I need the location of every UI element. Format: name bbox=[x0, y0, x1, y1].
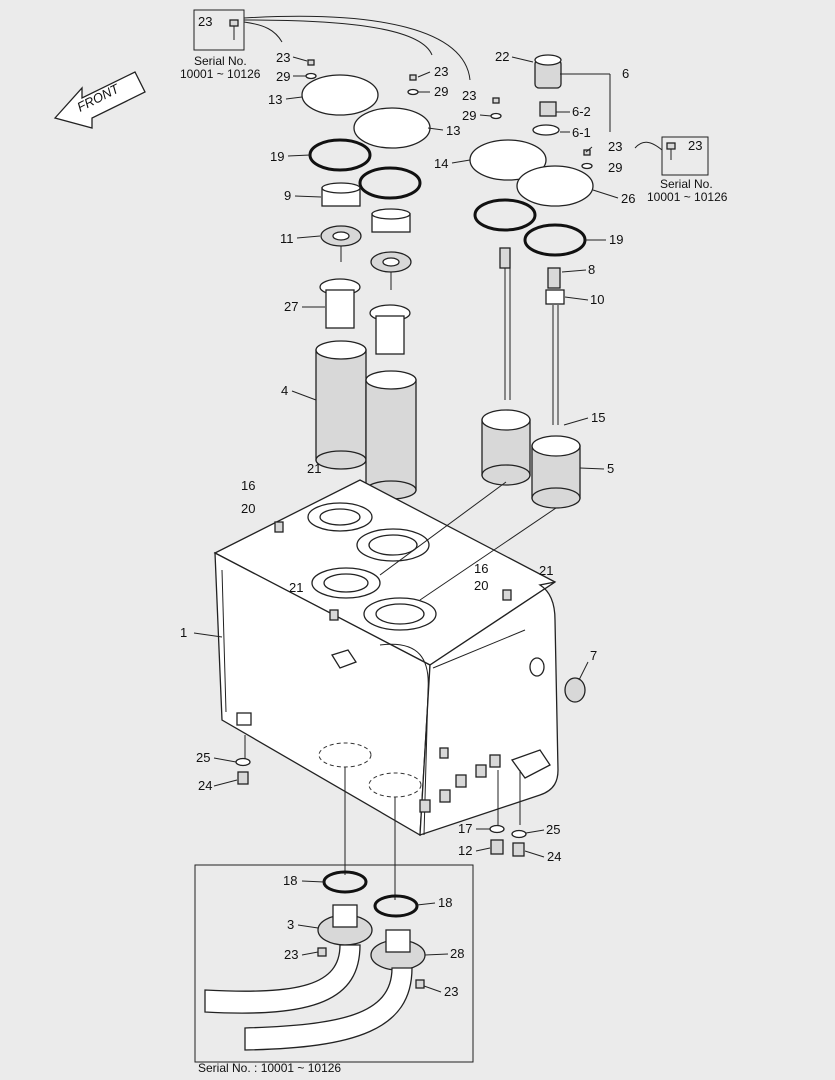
callout-11: 11 bbox=[280, 231, 294, 246]
callout-20b: 20 bbox=[474, 578, 488, 593]
callout-28: 28 bbox=[450, 946, 464, 961]
callout-21b: 21 bbox=[289, 580, 303, 595]
callout-4: 4 bbox=[281, 383, 288, 398]
callout-23a: 23 bbox=[276, 50, 290, 65]
callout-6-2: 6-2 bbox=[572, 104, 591, 119]
breather-assembly bbox=[532, 54, 611, 136]
callout-29c: 29 bbox=[462, 108, 476, 123]
serial-text-top-left-2: 10001 ~ 10126 bbox=[180, 67, 261, 81]
callout-16b: 16 bbox=[474, 561, 488, 576]
callout-14: 14 bbox=[434, 156, 448, 171]
strainer-27 bbox=[319, 278, 411, 355]
callout-27: 27 bbox=[284, 299, 298, 314]
callout-23d: 23 bbox=[608, 139, 622, 154]
bolt-set bbox=[305, 59, 593, 170]
callout-leaders bbox=[193, 56, 619, 993]
callout-21c: 21 bbox=[539, 563, 553, 578]
callout-23b: 23 bbox=[434, 64, 448, 79]
callout-23e: 23 bbox=[284, 947, 298, 962]
callout-8: 8 bbox=[588, 262, 595, 277]
serial-variant-box bbox=[194, 864, 474, 1063]
callout-9: 9 bbox=[284, 188, 291, 203]
callout-25a: 25 bbox=[196, 750, 210, 765]
callout-6-1: 6-1 bbox=[572, 125, 591, 140]
callout-labels: 23 29 13 23 29 13 23 29 14 22 6 6-2 6-1 … bbox=[180, 49, 635, 999]
callout-23f: 23 bbox=[444, 984, 458, 999]
callout-10: 10 bbox=[590, 292, 604, 307]
oring-19-right2 bbox=[523, 223, 587, 257]
callout-19a: 19 bbox=[270, 149, 284, 164]
cover-13-right bbox=[353, 107, 431, 149]
callout-5: 5 bbox=[607, 461, 614, 476]
callout-18a: 18 bbox=[283, 873, 297, 888]
serial-text-top-left-1: Serial No. bbox=[194, 54, 247, 68]
cover-13-left bbox=[301, 74, 379, 116]
callout-23c: 23 bbox=[462, 88, 476, 103]
callout-19b: 19 bbox=[609, 232, 623, 247]
callout-25b: 25 bbox=[546, 822, 560, 837]
valve-11 bbox=[320, 225, 412, 290]
oring-19-right1 bbox=[473, 198, 537, 232]
suction-pipes-3-28 bbox=[204, 870, 426, 1051]
callout-20a: 20 bbox=[241, 501, 255, 516]
callout-15: 15 bbox=[591, 410, 605, 425]
hydraulic-tank-1 bbox=[213, 479, 559, 837]
callout-12: 12 bbox=[458, 843, 472, 858]
callout-24a: 24 bbox=[198, 778, 212, 793]
serial-note-top-right: 23 Serial No. 10001 ~ 10126 bbox=[634, 136, 728, 204]
oring-19-mid bbox=[358, 166, 422, 200]
callout-21a: 21 bbox=[307, 461, 321, 476]
callout-24b: 24 bbox=[547, 849, 561, 864]
callout-29b: 29 bbox=[434, 84, 448, 99]
cover-26 bbox=[516, 165, 594, 207]
filter-element-4 bbox=[315, 340, 417, 500]
callout-16a: 16 bbox=[241, 478, 255, 493]
suction-strainer-5 bbox=[481, 247, 581, 509]
callout-29a: 29 bbox=[276, 69, 290, 84]
callout-6: 6 bbox=[622, 66, 629, 81]
callout-3: 3 bbox=[287, 917, 294, 932]
bottom-fasteners bbox=[235, 757, 527, 857]
serial-callout-23-top-left: 23 bbox=[198, 14, 212, 29]
serial-callout-23-top-right: 23 bbox=[688, 138, 702, 153]
serial-text-bottom: Serial No. : 10001 ~ 10126 bbox=[198, 1061, 341, 1075]
callout-26: 26 bbox=[621, 191, 635, 206]
callout-18b: 18 bbox=[438, 895, 452, 910]
callout-22: 22 bbox=[495, 49, 509, 64]
callout-7: 7 bbox=[590, 648, 597, 663]
front-arrow-icon: FRONT bbox=[53, 71, 146, 129]
callout-13a: 13 bbox=[268, 92, 282, 107]
callout-13b: 13 bbox=[446, 123, 460, 138]
callout-29d: 29 bbox=[608, 160, 622, 175]
oring-19-left bbox=[308, 138, 372, 172]
callout-17: 17 bbox=[458, 821, 472, 836]
serial-text-top-right-1: Serial No. bbox=[660, 177, 713, 191]
serial-text-top-right-2: 10001 ~ 10126 bbox=[647, 190, 728, 204]
plug-7 bbox=[564, 677, 586, 703]
callout-1: 1 bbox=[180, 625, 187, 640]
serial-note-top-left: 23 Serial No. 10001 ~ 10126 bbox=[180, 9, 471, 81]
spring-9 bbox=[321, 182, 411, 233]
